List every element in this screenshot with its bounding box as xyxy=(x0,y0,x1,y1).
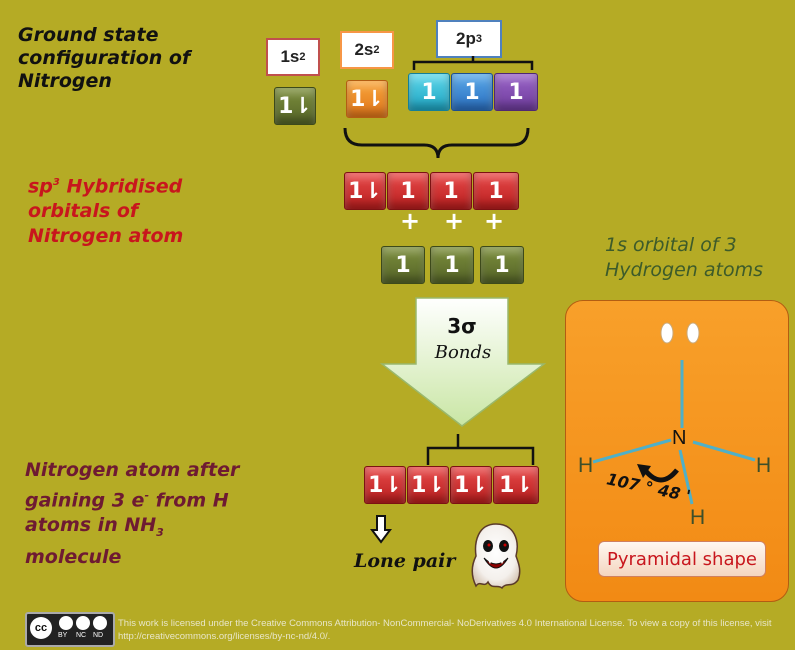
atom-h-left: H xyxy=(578,454,594,477)
arrow-text: Bonds xyxy=(434,342,492,363)
lone-pair-dot-2 xyxy=(686,322,700,344)
plus-sign-3: + xyxy=(484,207,505,235)
atom-n: N xyxy=(672,427,687,449)
orbital-box-2p-2: 1 xyxy=(451,73,493,111)
orbital-box-2s: 1⇂ xyxy=(346,80,388,118)
hybrid-box-3: 1 xyxy=(430,172,472,210)
bond-arrow-shape xyxy=(379,297,547,427)
orbital-box-2p-3: 1 xyxy=(494,73,538,111)
bracket-2p xyxy=(412,56,534,70)
nitrogen-after-label: Nitrogen atom after gaining 3 e- from H … xyxy=(25,458,275,570)
shape-label: Pyramidal shape xyxy=(598,541,766,577)
nc-icon xyxy=(76,616,90,630)
hydrogen-label: 1s orbital of 3 Hydrogen atoms xyxy=(605,234,763,281)
atom-h-bottom: H xyxy=(690,506,706,529)
bond-arrow xyxy=(379,297,547,427)
by-icon xyxy=(59,616,73,630)
bracket-ground xyxy=(343,127,530,159)
final-box-3: 1⇂ xyxy=(450,466,492,504)
hybrid-title: sp3 Hybridised orbitals of Nitrogen atom xyxy=(28,175,184,248)
plus-sign-2: + xyxy=(444,207,465,235)
final-box-2: 1⇂ xyxy=(407,466,449,504)
cc-license-badge[interactable]: cc BY NC ND xyxy=(25,612,115,647)
by-label: BY xyxy=(58,632,68,639)
hybrid-box-2: 1 xyxy=(387,172,429,210)
ground-state-title: Ground state configuration of Nitrogen xyxy=(18,24,191,92)
cc-icon: cc xyxy=(30,617,52,639)
after-line-4: molecule xyxy=(25,546,122,569)
hybrid-box-4: 1 xyxy=(473,172,519,210)
final-box-1: 1⇂ xyxy=(364,466,406,504)
molecule-diagram xyxy=(592,322,756,505)
final-box-4: 1⇂ xyxy=(493,466,539,504)
hydrogen-box-3: 1 xyxy=(480,246,524,284)
atom-h-right: H xyxy=(756,454,772,477)
angle-arrow xyxy=(643,468,679,483)
hybrid-box-1: 1⇂ xyxy=(344,172,386,210)
bond-left xyxy=(592,438,672,464)
hydrogen-box-1: 1 xyxy=(381,246,425,284)
after-line-2: gaining 3 e- from H xyxy=(25,489,229,512)
ghost-icon xyxy=(471,523,521,590)
bond-right xyxy=(692,440,756,462)
orbital-box-2p-1: 1 xyxy=(408,73,450,111)
lone-pair-label: Lone pair xyxy=(354,550,456,572)
nd-label: ND xyxy=(93,632,104,639)
lone-pair-dot-1 xyxy=(660,322,674,344)
after-line-1: Nitrogen atom after xyxy=(25,459,240,481)
bond-bottom xyxy=(678,449,694,505)
license-text: This work is licensed under the Creative… xyxy=(118,618,772,642)
nc-label: NC xyxy=(76,632,87,639)
arrow-number: 3σ xyxy=(447,314,477,338)
nd-icon xyxy=(93,616,107,630)
lone-pair-arrow-icon xyxy=(370,515,392,544)
plus-sign-1: + xyxy=(400,207,421,235)
bracket-final xyxy=(426,434,535,465)
hydrogen-box-2: 1 xyxy=(430,246,474,284)
after-line-3: atoms in NH3 xyxy=(25,514,164,540)
orbital-box-1s: 1⇂ xyxy=(274,87,316,125)
